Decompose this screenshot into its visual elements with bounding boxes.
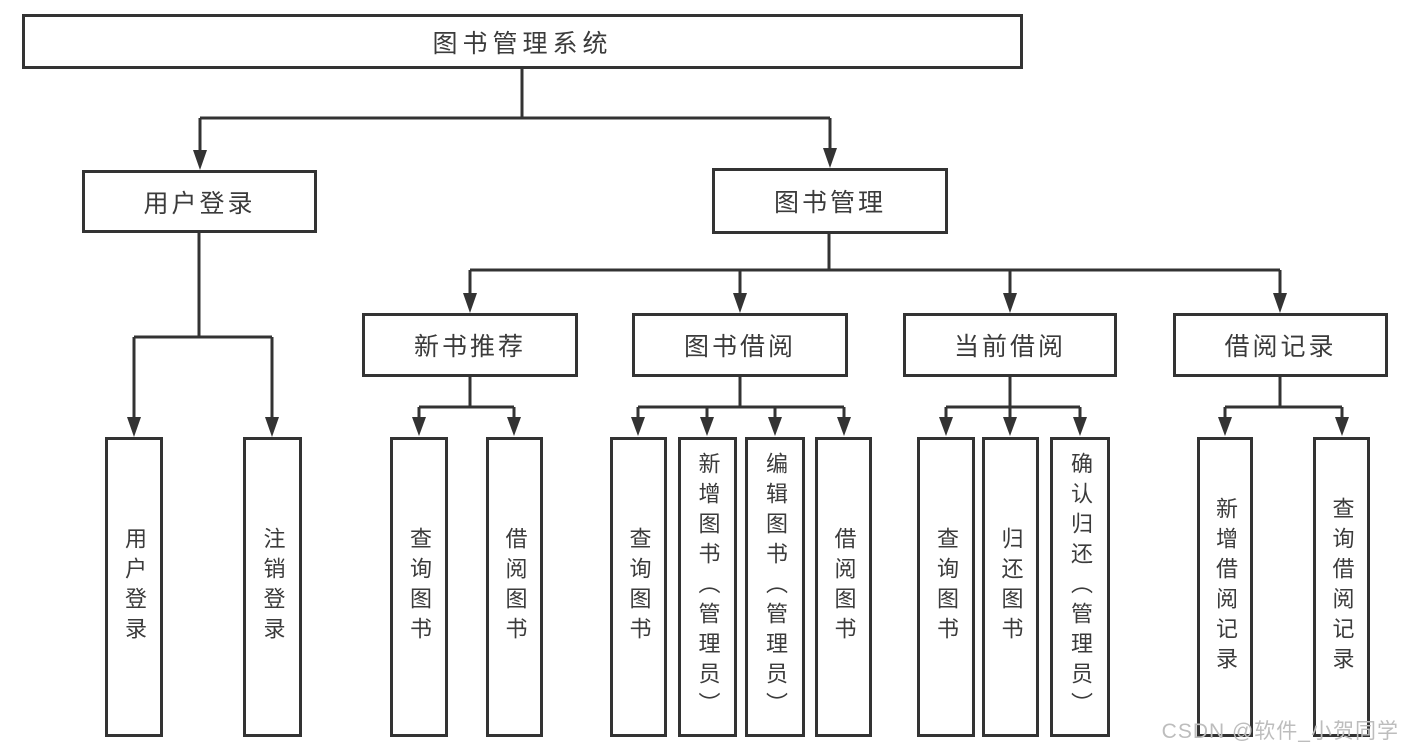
- leaf-return-books: 归还图书: [982, 437, 1039, 737]
- arrowhead-icons: [127, 148, 1349, 437]
- watermark-text: CSDN @软件_小贺同学: [1161, 720, 1399, 743]
- leaf-add-borrow-record: 新增借阅记录: [1197, 437, 1253, 737]
- node-book-borrow: 图书借阅: [632, 313, 848, 377]
- node-user-login: 用户登录: [82, 170, 317, 233]
- leaf-edit-books-admin: 编辑图书（管理员）: [745, 437, 805, 737]
- node-new-book-recommend: 新书推荐: [362, 313, 578, 377]
- leaf-confirm-return-admin: 确认归还（管理员）: [1050, 437, 1110, 737]
- leaf-query-books-recommend: 查询图书: [390, 437, 448, 737]
- leaf-query-borrow-record: 查询借阅记录: [1313, 437, 1370, 737]
- connector-lines: [132, 68, 1344, 418]
- leaf-borrow-books: 借阅图书: [815, 437, 872, 737]
- leaf-query-books-current: 查询图书: [917, 437, 975, 737]
- node-current-borrow: 当前借阅: [903, 313, 1117, 377]
- leaf-borrow-books-recommend: 借阅图书: [486, 437, 543, 737]
- leaf-logout: 注销登录: [243, 437, 302, 737]
- node-book-management: 图书管理: [712, 168, 948, 234]
- node-root: 图书管理系统: [22, 14, 1023, 69]
- leaf-user-login: 用户登录: [105, 437, 163, 737]
- node-borrow-records: 借阅记录: [1173, 313, 1388, 377]
- leaf-add-books-admin: 新增图书（管理员）: [678, 437, 737, 737]
- leaf-query-books-borrow: 查询图书: [610, 437, 667, 737]
